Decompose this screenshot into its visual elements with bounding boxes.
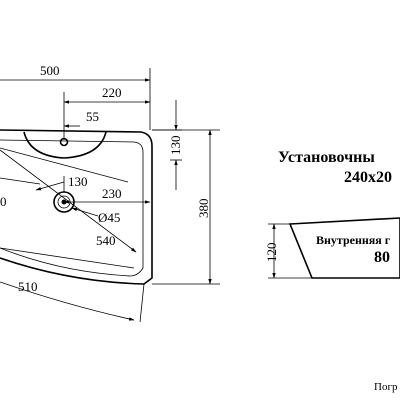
dim-55: 55 <box>86 109 99 124</box>
dimension-labels: 500 220 55 130 130 230 Ø45 540 380 510 0 <box>0 63 211 294</box>
dim-540: 540 <box>96 233 116 248</box>
dim-diameter-45: Ø45 <box>98 210 120 225</box>
bowl-inner-outline <box>0 139 144 277</box>
dimension-lines <box>0 68 220 323</box>
dim-510: 510 <box>18 279 38 294</box>
installation-profile <box>288 217 400 279</box>
faucet-deck <box>23 131 107 159</box>
dim-220: 220 <box>102 85 122 100</box>
dim-230: 230 <box>102 186 122 201</box>
dim-500: 500 <box>40 63 60 78</box>
dim-380: 380 <box>196 199 211 219</box>
dim-130-vertical: 130 <box>168 136 183 156</box>
installation-section: Установочны 240x20 120 Внутренняя г 80 <box>264 149 400 279</box>
installation-title-line1: Установочны <box>278 149 375 166</box>
inner-depth-value: 80 <box>374 249 390 266</box>
footer-note: Погр <box>374 381 398 393</box>
installation-title-line2: 240x20 <box>344 169 392 186</box>
dim-130-drain: 130 <box>68 174 88 189</box>
inner-depth-label: Внутренняя г <box>316 233 391 247</box>
dim-left-partial: 0 <box>0 194 7 209</box>
dim-120: 120 <box>264 243 279 263</box>
